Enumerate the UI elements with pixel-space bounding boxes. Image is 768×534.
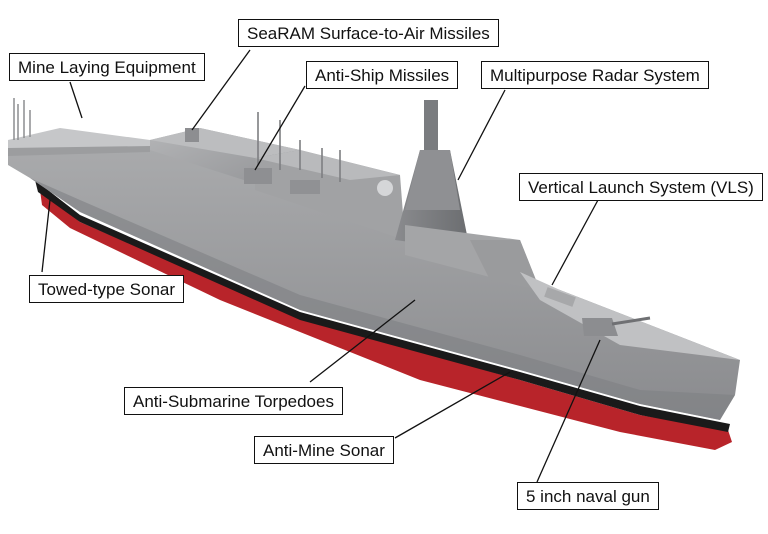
label-naval-gun: 5 inch naval gun [517,482,659,510]
foredeck [520,272,740,360]
hull-side [8,148,740,420]
leader-torpedoes [309,299,416,383]
label-vls: Vertical Launch System (VLS) [519,173,763,201]
leader-towed-sonar [41,199,51,273]
mast-face [405,150,460,210]
leader-mine-laying [69,81,83,119]
label-searam: SeaRAM Surface-to-Air Missiles [238,19,499,47]
gun-barrel [611,316,651,326]
leader-radar [457,89,506,181]
leader-lines [41,49,601,483]
label-radar: Multipurpose Radar System [481,61,709,89]
stern-deck-edge [8,146,150,156]
mid-equipment [290,180,320,194]
mast-top [424,100,438,152]
stern-railing [13,98,31,140]
label-anti-ship: Anti-Ship Missiles [306,61,459,89]
label-mine-laying: Mine Laying Equipment [9,53,205,81]
hull-shade [30,178,735,420]
searam-mount [185,128,199,142]
leader-anti-ship [254,85,306,171]
midship-top [255,150,400,180]
leader-naval-gun [536,339,601,483]
label-towed-sonar: Towed-type Sonar [29,275,185,303]
label-anti-mine-sonar: Anti-Mine Sonar [254,436,394,464]
radome [377,180,393,196]
gun-turret [582,318,618,336]
hull-bottom [40,190,732,450]
stern-deck [8,128,150,152]
vls-hatches [544,287,576,307]
leader-vls [551,199,599,286]
leader-searam [191,49,251,131]
bridge-front [470,240,540,290]
leader-anti-mine [394,371,511,439]
missile-launcher-block [244,168,272,184]
label-torpedoes: Anti-Submarine Torpedoes [124,387,343,415]
